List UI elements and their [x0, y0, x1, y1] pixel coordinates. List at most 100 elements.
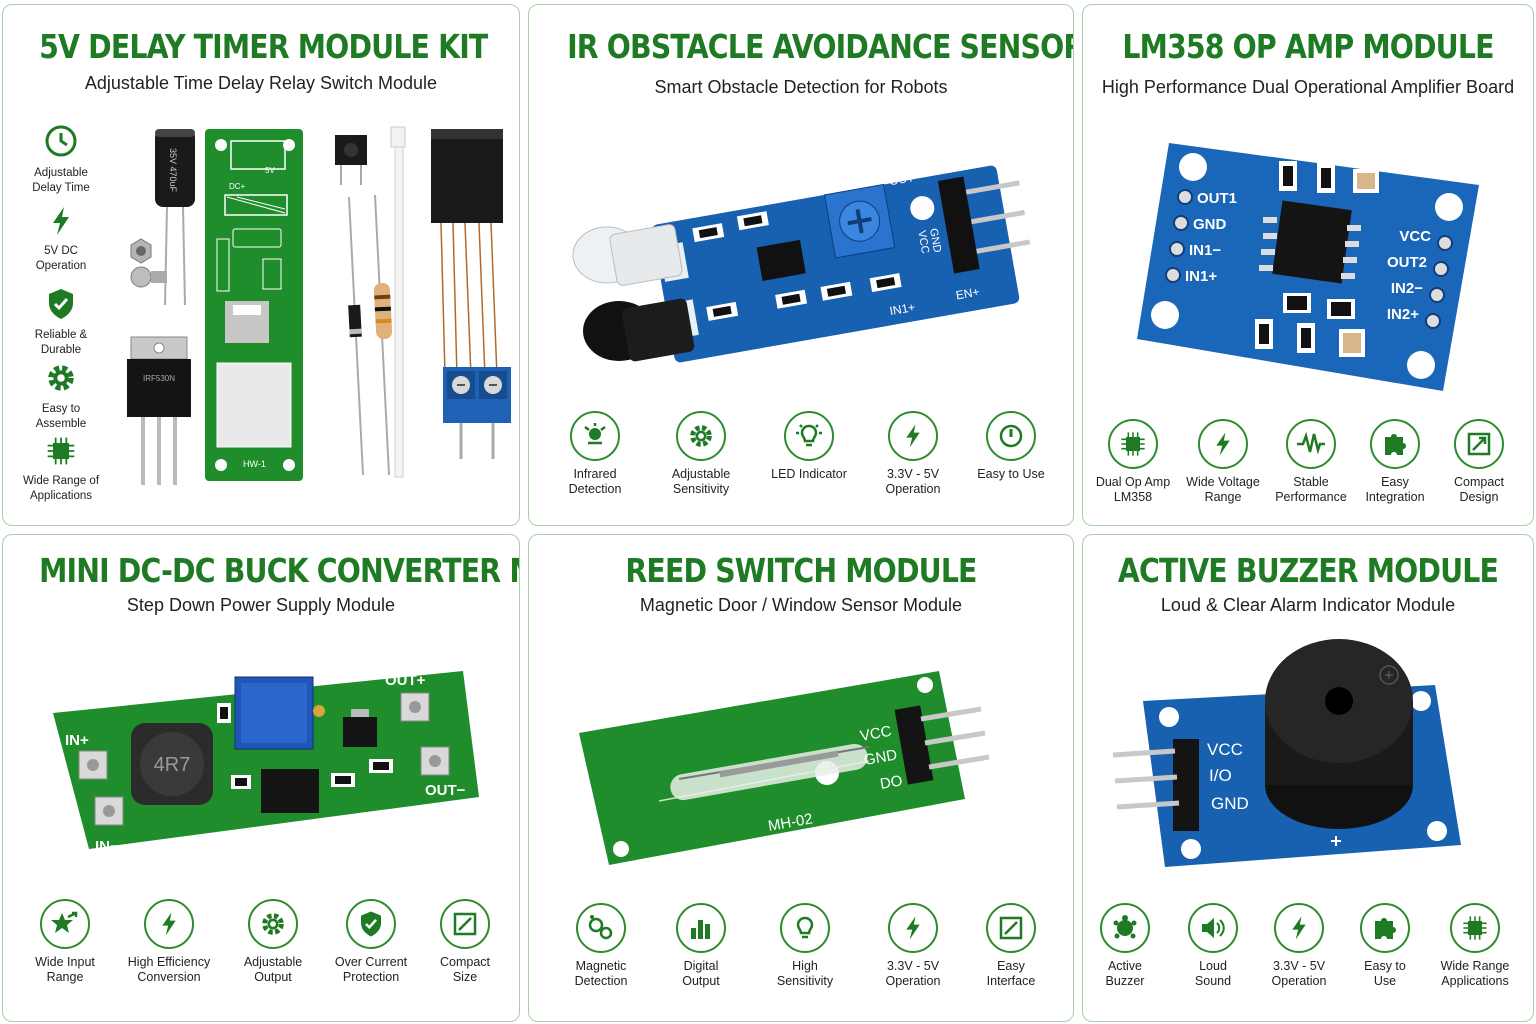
speaker-icon	[1202, 918, 1225, 938]
lightning-icon	[53, 207, 69, 235]
capacitor: 35V 470uF	[155, 129, 195, 306]
inductor-label: 4R7	[154, 754, 191, 776]
out-minus-label: OUT−	[425, 782, 466, 799]
feature: Adjustable Output	[223, 899, 323, 985]
pcb-dc-label: DC+	[229, 182, 246, 191]
power-icon	[999, 424, 1023, 448]
delay-timer-kit-image: 35V 470uF IRF530N	[127, 126, 511, 485]
side-feature: Adjustable Delay Time	[13, 123, 109, 196]
gear-icon	[690, 425, 712, 447]
bulb-icon	[796, 916, 814, 939]
pin-label: IN2+	[1387, 306, 1419, 323]
active-buzzer-image: VCC I/O GND	[1112, 639, 1461, 867]
pin-gnd-label: GND	[927, 227, 943, 253]
card-subtitle: Smart Obstacle Detection for Robots	[654, 77, 948, 97]
feature: Magnetic Detection	[551, 903, 651, 989]
in-plus-label: IN+	[65, 732, 89, 749]
feature: Wide Range Applications	[1425, 903, 1525, 989]
chip-icon	[1463, 916, 1487, 940]
pcb-5v-label: 5V	[265, 166, 275, 175]
card-title: 5V DELAY TIMER MODULE KIT	[39, 27, 488, 66]
feature: Loud Sound	[1163, 903, 1263, 989]
card-title: REED SWITCH MODULE	[625, 551, 977, 590]
card-subtitle: Magnetic Door / Window Sensor Module	[639, 595, 963, 615]
card-ir-sensor: IR OBSTACLE AVOIDANCE SENSOR MODULE Smar…	[528, 4, 1074, 526]
pin-label: I/O	[1209, 766, 1232, 785]
lightning-icon	[906, 916, 920, 940]
card-lm358: LM358 OP AMP MODULE High Performance Dua…	[1082, 4, 1534, 526]
feature: Digital Output	[651, 903, 751, 989]
feature: Compact Size	[415, 899, 515, 985]
pin-vcc-label: VCC	[915, 230, 931, 255]
side-feature: Wide Range of Applications	[13, 435, 109, 504]
ir-sensor-module-image: OUT GND VCC IN1+ EN+	[572, 165, 1031, 363]
shield-check-icon	[49, 289, 73, 319]
pin-label: IN2−	[1391, 280, 1423, 297]
pin-label: VCC	[859, 723, 893, 745]
card-subtitle: High Performance Dual Operational Amplif…	[1101, 77, 1515, 97]
feature: Over Current Protection	[321, 899, 421, 985]
feature: Infrared Detection	[545, 411, 645, 497]
card-title: IR OBSTACLE AVOIDANCE SENSOR MODULE	[567, 27, 1074, 66]
feature: Compact Design	[1429, 419, 1529, 505]
turtle-icon	[1113, 915, 1137, 939]
compact-icon	[1467, 432, 1491, 456]
pin-label: IN1+	[1185, 268, 1217, 285]
pin-label: OUT1	[1197, 190, 1237, 207]
pin-label: GND	[1211, 794, 1249, 813]
card-active-buzzer: ACTIVE BUZZER MODULE Loud & Clear Alarm …	[1082, 534, 1534, 1022]
feature: 3.3V - 5V Operation	[863, 411, 963, 497]
pin-out-label: OUT	[888, 170, 916, 188]
feature: High Efficiency Conversion	[119, 899, 219, 985]
feature: High Sensitivity	[755, 903, 855, 989]
chip-icon	[47, 437, 75, 465]
card-subtitle: Step Down Power Supply Module	[126, 595, 396, 615]
in-minus-label: IN−	[95, 838, 119, 855]
feature: Easy to Use	[1335, 903, 1435, 989]
feature: Easy Interface	[961, 903, 1061, 989]
card-title: LM358 OP AMP MODULE	[1122, 27, 1494, 66]
lightning-icon	[162, 912, 176, 936]
feature: Wide Input Range	[15, 899, 115, 985]
out-plus-label: OUT+	[385, 672, 426, 689]
capacitor-label: 35V 470uF	[168, 148, 178, 193]
pin-label: IN1−	[1189, 242, 1221, 259]
side-feature: Reliable & Durable	[13, 287, 109, 358]
bulb-icon	[796, 424, 822, 447]
pin-label: GND	[1193, 216, 1227, 233]
shield-check-icon	[361, 911, 381, 937]
lm358-module-image: OUT1 GND IN1− IN1+ VCC OUT2 IN2− IN2+	[1137, 143, 1479, 391]
feature: LED Indicator	[759, 411, 859, 482]
transistor: IRF530N	[127, 336, 191, 485]
gear-icon	[262, 913, 284, 935]
buck-converter-image: 4R7 IN+ IN− OUT+ OUT−	[53, 671, 479, 855]
wave-icon	[1297, 431, 1325, 455]
chip-icon	[1121, 432, 1145, 456]
gear-icon	[48, 365, 74, 391]
card-buck-converter: MINI DC-DC BUCK CONVERTER MODULE Step Do…	[2, 534, 520, 1022]
puzzle-icon	[1385, 434, 1406, 455]
feature: 3.3V - 5V Operation	[863, 903, 963, 989]
feature: Easy to Use	[961, 411, 1061, 482]
feature: Wide Voltage Range	[1173, 419, 1273, 505]
pin-en-label: EN+	[955, 285, 981, 303]
pin-label: OUT2	[1387, 254, 1427, 271]
side-feature: 5V DC Operation	[13, 205, 109, 274]
lightning-icon	[1216, 432, 1230, 456]
pin-label: GND	[863, 746, 899, 769]
card-subtitle: Loud & Clear Alarm Indicator Module	[1160, 595, 1456, 615]
clock-icon	[45, 125, 77, 157]
reed-switch-image: VCC GND DO MH-02	[579, 671, 990, 865]
lightning-icon	[1292, 916, 1306, 940]
card-subtitle: Adjustable Time Delay Relay Switch Modul…	[84, 73, 438, 93]
card-reed-switch: REED SWITCH MODULE Magnetic Door / Windo…	[528, 534, 1074, 1022]
feature: Adjustable Sensitivity	[651, 411, 751, 497]
puzzle-icon	[1375, 918, 1396, 939]
infrared-icon	[584, 423, 606, 445]
compact-icon	[453, 912, 477, 936]
compact-icon	[999, 916, 1023, 940]
card-title: MINI DC-DC BUCK CONVERTER MODULE	[39, 551, 519, 590]
feature: Active Buzzer	[1083, 903, 1175, 989]
feature: Dual Op Amp LM358	[1083, 419, 1183, 505]
side-feature: Easy to Assemble	[13, 361, 109, 432]
